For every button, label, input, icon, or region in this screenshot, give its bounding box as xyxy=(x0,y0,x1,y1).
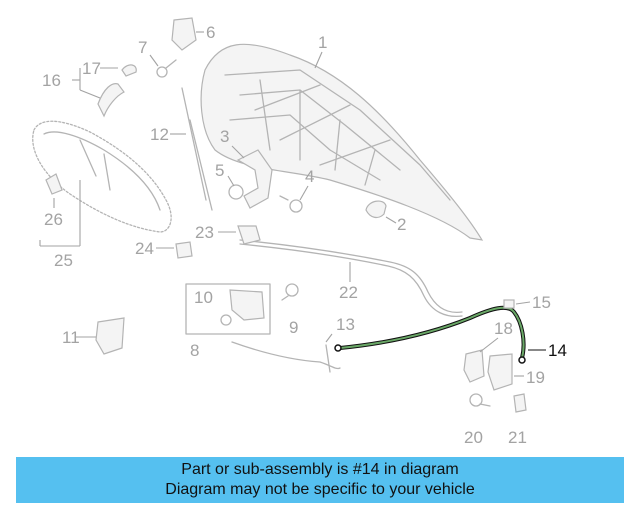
callout-26: 26 xyxy=(44,210,63,229)
callout-8: 8 xyxy=(190,341,199,360)
hinge-part xyxy=(228,149,273,209)
leader-18 xyxy=(479,337,499,353)
leader-4 xyxy=(299,185,309,201)
callout-11: 11 xyxy=(62,328,80,347)
callout-10: 10 xyxy=(194,288,213,307)
clip-part-15 xyxy=(503,299,515,309)
striker-part-18 xyxy=(463,349,485,383)
bolt-part-20 xyxy=(469,393,491,407)
bumper-part xyxy=(365,200,387,219)
latch-part-19 xyxy=(487,353,513,391)
leader-5 xyxy=(227,175,235,187)
callout-12: 12 xyxy=(150,125,169,144)
callout-23: 23 xyxy=(195,223,214,242)
callout-25: 25 xyxy=(54,251,73,270)
notice-banner: Part or sub-assembly is #14 in diagram D… xyxy=(16,457,624,503)
leader-15 xyxy=(515,301,531,305)
callout-13: 13 xyxy=(336,315,355,334)
callout-24: 24 xyxy=(135,239,154,258)
callout-21: 21 xyxy=(508,428,527,447)
callout-17: 17 xyxy=(82,59,101,78)
callout-5: 5 xyxy=(215,161,224,180)
seal-part-17 xyxy=(97,64,137,118)
clip-part-26 xyxy=(45,173,63,195)
clip-part-21 xyxy=(513,393,527,413)
leader-1 xyxy=(314,51,323,69)
callout-19: 19 xyxy=(526,368,545,387)
leader-16-tip xyxy=(79,89,101,99)
leader-13 xyxy=(325,333,333,343)
hood-part xyxy=(200,43,484,241)
bolt-part-4 xyxy=(279,195,303,213)
bracket-part-23 xyxy=(237,225,261,245)
latch-part xyxy=(220,289,265,326)
callout-1: 1 xyxy=(318,33,327,52)
bracket-part-6 xyxy=(171,17,197,51)
callout-20: 20 xyxy=(464,428,483,447)
callout-2: 2 xyxy=(397,215,406,234)
leader-7 xyxy=(149,54,159,67)
clip-part-24 xyxy=(175,241,193,259)
callout-14: 14 xyxy=(548,341,567,360)
callout-4: 4 xyxy=(305,167,314,186)
callout-9: 9 xyxy=(289,318,298,337)
callout-6: 6 xyxy=(206,23,215,42)
callout-7: 7 xyxy=(138,38,147,57)
banner-line-2: Diagram may not be specific to your vehi… xyxy=(165,481,475,498)
screw-part-7 xyxy=(156,59,177,78)
strut-part-12 xyxy=(181,87,213,211)
callout-22: 22 xyxy=(339,283,358,302)
release-cable-part-13 xyxy=(231,341,341,373)
callout-18: 18 xyxy=(494,319,513,338)
leader-2 xyxy=(385,216,397,224)
leader-3 xyxy=(231,145,245,159)
bolt-part-9 xyxy=(281,283,299,301)
highlighted-cable-part-14 xyxy=(334,305,526,364)
callout-16: 16 xyxy=(42,71,61,90)
bracket-part-11 xyxy=(95,317,125,355)
banner-line-1: Part or sub-assembly is #14 in diagram xyxy=(181,461,459,478)
latch-kit-box xyxy=(185,283,271,335)
seal-part-22 xyxy=(239,239,463,318)
parts-diagram: 1 2 3 5 4 6 7 10 8 9 xyxy=(32,17,567,447)
callout-3: 3 xyxy=(220,127,229,146)
callout-15: 15 xyxy=(532,293,551,312)
